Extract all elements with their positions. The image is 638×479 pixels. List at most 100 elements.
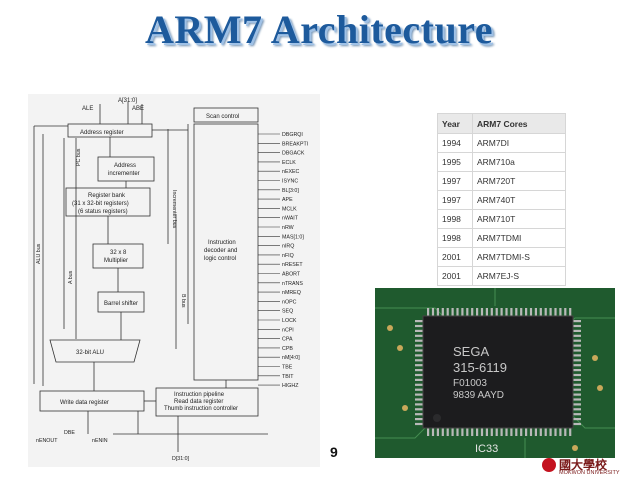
signal-label: ISYNC — [282, 179, 298, 185]
year-header: Year — [437, 113, 473, 134]
chip-pin — [554, 308, 557, 316]
chip-pin — [415, 334, 423, 337]
address-incrementer-label-2: incrementer — [108, 171, 140, 177]
chip-pin — [573, 334, 581, 337]
chip-pin — [573, 393, 581, 396]
year-cell: 1998 — [437, 228, 473, 248]
multiplier-label-1: 32 x 8 — [110, 250, 127, 256]
chip-pin — [529, 308, 533, 316]
pipeline-label-1: Instruction pipeline — [174, 392, 225, 398]
slide-title: ARM7 Architecture — [144, 7, 494, 52]
a-bus-label: A bus — [68, 270, 74, 284]
chip-pin — [559, 308, 562, 316]
page-number: 9 — [330, 444, 338, 460]
chip-pin — [573, 398, 581, 401]
signal-label: APE — [282, 197, 293, 203]
chip-pin — [515, 308, 518, 316]
chip-pin — [529, 428, 533, 436]
signal-label: CPB — [282, 346, 293, 352]
chip-pin — [415, 329, 423, 332]
year-cell: 1997 — [437, 171, 473, 191]
board-label: IC33 — [475, 443, 498, 455]
decoder-label-3: logic control — [204, 256, 236, 262]
chip-pin — [520, 308, 523, 316]
signal-label: HIGHZ — [282, 383, 299, 389]
address-bus-label: A[31:0] — [118, 98, 137, 104]
chip-photo: SEGA 315-6119 F01003 9839 AAYD IC33 — [375, 288, 615, 458]
chip-pin — [573, 324, 581, 328]
chip-pin — [573, 388, 581, 391]
chip-pin — [573, 329, 581, 332]
chip-pin — [573, 413, 581, 416]
chip-pin — [451, 308, 454, 316]
signal-label: DBGACK — [282, 151, 305, 157]
signal-label: TBE — [282, 365, 293, 371]
chip-pin — [573, 364, 581, 367]
signal-label: nOPC — [282, 299, 297, 305]
chip-pin — [510, 428, 513, 436]
chip-pin — [539, 308, 542, 316]
chip-pin — [564, 428, 567, 436]
register-bank-label-3: (6 status registers) — [78, 209, 128, 215]
chip-pin — [573, 354, 581, 357]
chip-pin — [415, 373, 423, 377]
year-cell: 2001 — [437, 247, 473, 267]
signal-label: BL[3:0] — [282, 188, 299, 194]
chip-pin — [485, 428, 488, 436]
chip-pin — [569, 428, 572, 436]
signal-label: nEXEC — [282, 169, 300, 175]
chip-pin — [461, 428, 464, 436]
signal-label: nRESET — [282, 262, 303, 268]
chip-pin — [436, 308, 439, 316]
nenin-label: nENIN — [92, 438, 108, 444]
chip-pin — [415, 359, 423, 362]
chip-pin — [539, 428, 542, 436]
core-cell: ARM7TDMI-S — [472, 247, 566, 267]
chip-pin — [466, 428, 469, 436]
chip-pin — [573, 339, 581, 342]
chip-pin — [427, 308, 430, 316]
chip-pin — [415, 364, 423, 367]
signal-label: nWAIT — [282, 216, 299, 222]
chip-pin — [456, 428, 459, 436]
chip-pin — [573, 359, 581, 362]
chip-pin — [490, 308, 493, 316]
chip-pin — [573, 349, 581, 352]
signal-label: BREAKPTI — [282, 141, 308, 147]
chip-pin — [559, 428, 562, 436]
signal-label: nFIQ — [282, 253, 294, 259]
dbe-label: DBE — [64, 430, 75, 436]
chip-pin — [415, 344, 423, 347]
chip-pin — [505, 308, 508, 316]
chip-pin — [471, 308, 474, 316]
chip-pin — [415, 398, 423, 401]
chip-pin — [456, 308, 459, 316]
table-header-row: Year ARM7 Cores — [437, 113, 566, 134]
signal-label: MCLK — [282, 206, 297, 212]
signal-label: nCPI — [282, 327, 294, 333]
signal-label: nMREQ — [282, 290, 301, 296]
chip-pin — [573, 320, 581, 323]
chip-pin — [573, 383, 581, 386]
pcb-chip-image: SEGA 315-6119 F01003 9839 AAYD IC33 — [375, 288, 615, 458]
chip-pin — [431, 428, 435, 436]
decoder-label-2: decoder and — [204, 248, 237, 254]
year-cell: 2001 — [437, 266, 473, 286]
core-cell: ARM7TDMI — [472, 228, 566, 248]
signal-label: SEQ — [282, 309, 293, 315]
chip-pin — [534, 428, 537, 436]
chip-pin — [549, 428, 552, 436]
chip-pin — [415, 369, 423, 372]
logo-korean-text: 國大學校 — [559, 458, 608, 472]
chip-pin — [573, 408, 581, 411]
chip-pin — [415, 403, 423, 406]
register-bank-label-1: Register bank — [88, 193, 126, 199]
chip-pin — [480, 308, 484, 316]
chip-pin — [534, 308, 537, 316]
chip-pin — [431, 308, 435, 316]
